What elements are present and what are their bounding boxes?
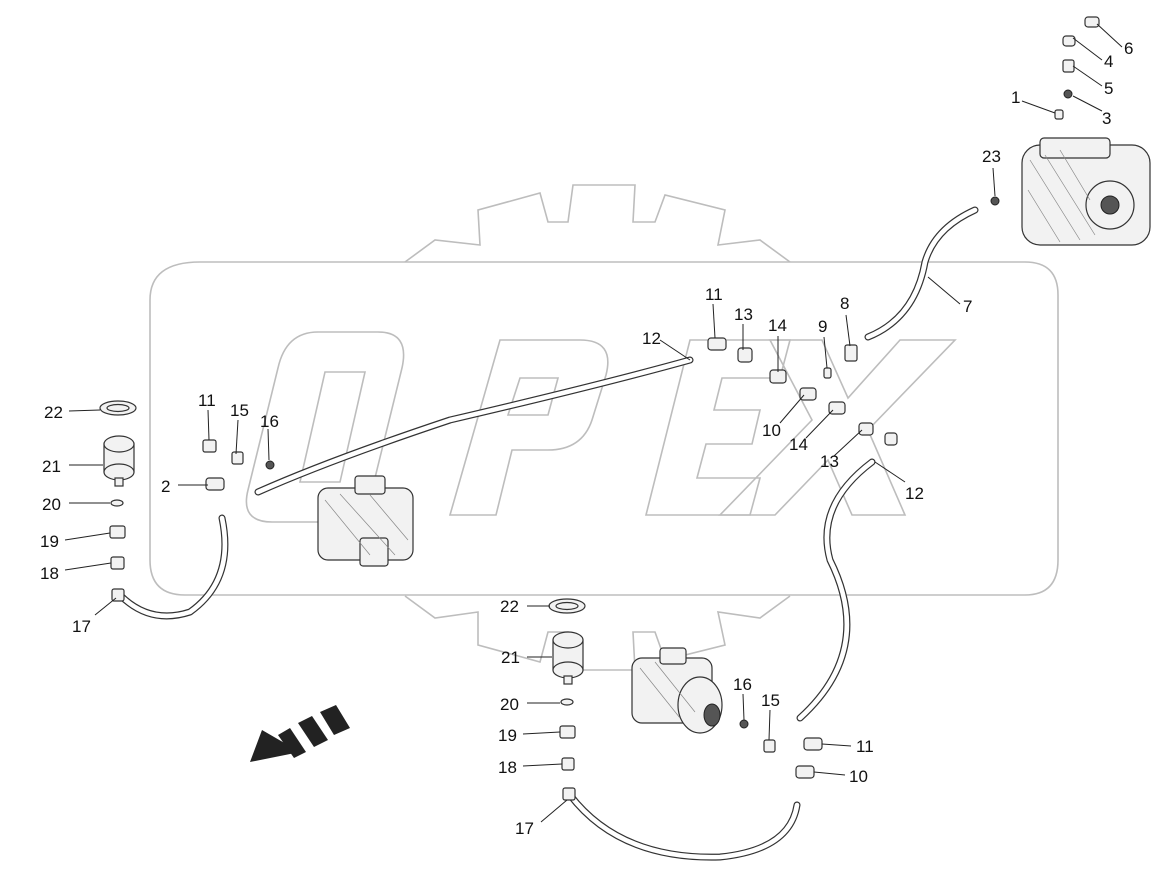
- callout-17b: 17: [515, 819, 534, 838]
- callout-5: 5: [1104, 79, 1113, 98]
- callout-22b: 22: [500, 597, 519, 616]
- callout-21b: 21: [501, 648, 520, 667]
- callout-18b: 18: [498, 758, 517, 777]
- watermark-gear-bottom: [404, 595, 791, 671]
- callout-4: 4: [1104, 52, 1113, 71]
- callout-11a: 11: [705, 285, 723, 304]
- accumulator-bottom: [548, 598, 586, 801]
- callout-11c: 11: [856, 737, 874, 756]
- watermark-band: [149, 261, 1059, 596]
- callout-labels: 1 3 4 5 6 23 7 8 9 14 10 14 13 13 11 12 …: [40, 39, 1133, 838]
- callout-15b: 15: [761, 691, 780, 710]
- callout-14a: 14: [768, 316, 787, 335]
- arrow-stripe-3: [320, 705, 350, 735]
- hoses: [116, 206, 979, 861]
- callout-15a: 15: [230, 401, 249, 420]
- callout-12b: 12: [905, 484, 924, 503]
- arrow-stripe-2: [298, 716, 328, 747]
- watermark-letter-p: [448, 339, 609, 516]
- callout-23: 23: [982, 147, 1001, 166]
- callout-22a: 22: [44, 403, 63, 422]
- callout-1: 1: [1011, 88, 1020, 107]
- watermark-gear-top: [404, 184, 791, 263]
- watermark-letter-x: [718, 339, 957, 516]
- callout-9: 9: [818, 317, 827, 336]
- callout-21a: 21: [42, 457, 61, 476]
- callout-8: 8: [840, 294, 849, 313]
- leader-lines: [64, 23, 1123, 823]
- opex-watermark: [149, 184, 1059, 671]
- arrow-head: [250, 730, 300, 762]
- callout-7: 7: [963, 297, 972, 316]
- callout-2: 2: [161, 477, 170, 496]
- callout-20a: 20: [42, 495, 61, 514]
- arrow-stripe-1: [278, 728, 306, 758]
- callout-3: 3: [1102, 109, 1111, 128]
- callout-19b: 19: [498, 726, 517, 745]
- callout-14b: 14: [789, 435, 808, 454]
- direction-arrow: [250, 705, 350, 762]
- callout-10a: 10: [762, 421, 781, 440]
- callout-17a: 17: [72, 617, 91, 636]
- callout-16b: 16: [733, 675, 752, 694]
- callout-19a: 19: [40, 532, 59, 551]
- callout-16a: 16: [260, 412, 279, 431]
- callout-6: 6: [1124, 39, 1133, 58]
- hose-17-left: [116, 514, 229, 620]
- callout-18a: 18: [40, 564, 59, 583]
- callout-12a: 12: [642, 329, 661, 348]
- callout-20b: 20: [500, 695, 519, 714]
- callout-11b: 11: [198, 391, 216, 410]
- callout-13a: 13: [734, 305, 753, 324]
- accumulator-left: [99, 400, 137, 602]
- callout-13b: 13: [820, 452, 839, 471]
- fittings: [202, 16, 1100, 779]
- motor-center-left: [317, 475, 414, 567]
- pump-top-right: [1021, 137, 1151, 246]
- callout-10b: 10: [849, 767, 868, 786]
- motor-center-bottom: [631, 647, 723, 734]
